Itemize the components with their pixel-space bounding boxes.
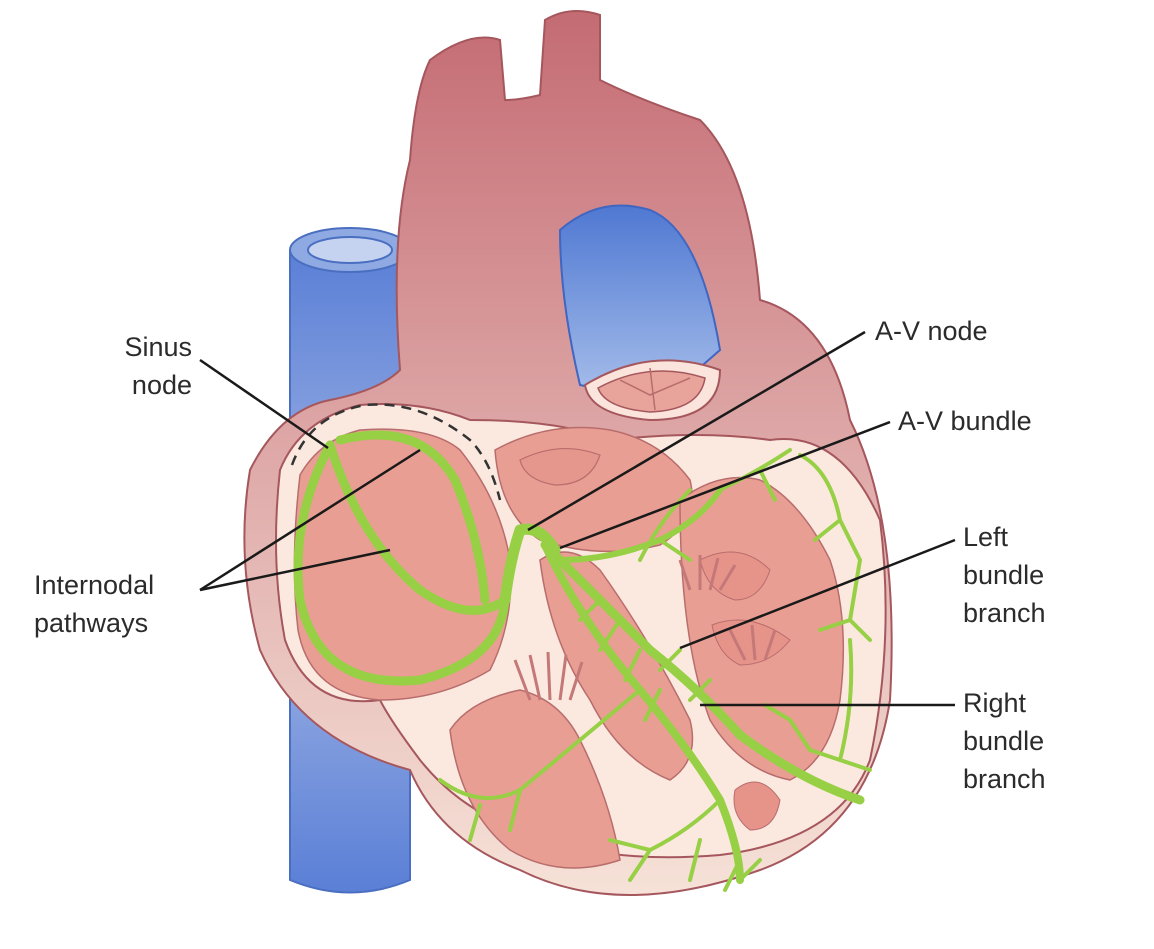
label-internodal-pathways: Internodal pathways: [34, 566, 154, 642]
label-internodal-line2: pathways: [34, 608, 149, 638]
leader-lines: [199, 330, 956, 707]
leader-sinus-node: [199, 358, 329, 450]
label-right-line3: branch: [963, 764, 1046, 794]
label-right-line1: Right: [963, 688, 1027, 718]
leader-left-branch: [679, 538, 956, 650]
aorta: [558, 204, 722, 422]
leader-internodal-1: [199, 448, 421, 592]
label-left-line3: branch: [963, 598, 1046, 628]
label-av-bundle-text: A-V bundle: [898, 406, 1032, 436]
leader-av-bundle: [559, 420, 891, 550]
label-av-bundle: A-V bundle: [898, 402, 1032, 440]
label-left-line2: bundle: [963, 560, 1045, 590]
label-left-line1: Left: [963, 522, 1009, 552]
label-left-bundle-branch: Left bundle branch: [963, 518, 1046, 632]
dashed-interatrial-path: [290, 403, 502, 501]
leader-internodal-2: [199, 548, 391, 592]
label-sinus-node: Sinus node: [80, 328, 192, 404]
label-av-node: A-V node: [875, 312, 988, 350]
label-av-node-text: A-V node: [875, 316, 988, 346]
label-right-bundle-branch: Right bundle branch: [963, 684, 1046, 798]
label-sinus-node-line2: node: [131, 370, 192, 400]
label-right-line2: bundle: [963, 726, 1045, 756]
label-sinus-node-line1: Sinus: [124, 332, 192, 362]
papillary-muscles: [513, 555, 777, 701]
conduction-system: [293, 430, 872, 892]
label-internodal-line1: Internodal: [34, 570, 155, 600]
leader-av-node: [527, 330, 866, 532]
